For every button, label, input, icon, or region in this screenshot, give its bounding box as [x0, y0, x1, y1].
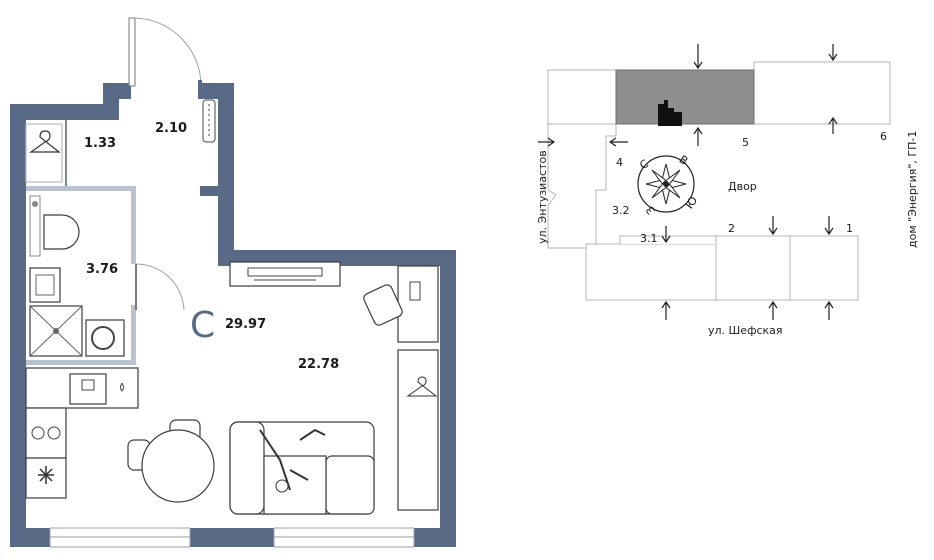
section-2: 2 — [728, 222, 735, 235]
area-total: 29.97 — [225, 317, 266, 332]
area-bathroom: 3.76 — [86, 262, 118, 277]
desk-area — [363, 265, 439, 511]
section-3-2: 3.2 — [612, 204, 630, 217]
compass-icon — [637, 155, 695, 213]
total-marker: C — [190, 305, 215, 346]
tv-stand — [229, 261, 341, 287]
street-right: дом "Энергия", ГП-1 — [906, 131, 919, 248]
highlighted-section — [615, 69, 755, 125]
section-5: 5 — [742, 136, 749, 149]
entrance-door — [128, 17, 218, 196]
site-plan: С В Ю З Двор 1 2 3.1 3.2 4 5 6 ул. Шефск… — [536, 44, 919, 337]
compass-north: С — [637, 157, 651, 172]
section-3-1: 3.1 — [640, 232, 658, 245]
dining-table — [127, 419, 215, 503]
bathroom-fixtures — [29, 195, 125, 357]
kitchen-counter — [25, 367, 139, 499]
street-left: ул. Энтузиастов — [536, 150, 549, 244]
area-living: 22.78 — [298, 357, 339, 372]
section-6: 6 — [880, 130, 887, 143]
hanger-icon — [25, 123, 63, 183]
street-bottom: ул. Шефская — [708, 324, 783, 337]
sofa — [229, 421, 375, 515]
yard-label: Двор — [728, 180, 757, 193]
windows — [49, 527, 415, 548]
compass-south: Ю — [683, 194, 701, 211]
building-marker-icon — [658, 100, 682, 126]
building-outline — [547, 61, 891, 301]
partitions — [26, 120, 185, 365]
section-4: 4 — [616, 156, 623, 169]
section-1: 1 — [846, 222, 853, 235]
area-hall: 2.10 — [155, 121, 187, 136]
compass-west: З — [643, 203, 658, 216]
floor-plan: C 2.10 1.33 3.76 29.97 22.78 — [10, 17, 456, 548]
entrance-arrows — [538, 44, 838, 320]
snowflake-icon — [38, 466, 54, 484]
area-wardrobe: 1.33 — [84, 136, 116, 151]
compass-east: В — [677, 153, 691, 168]
